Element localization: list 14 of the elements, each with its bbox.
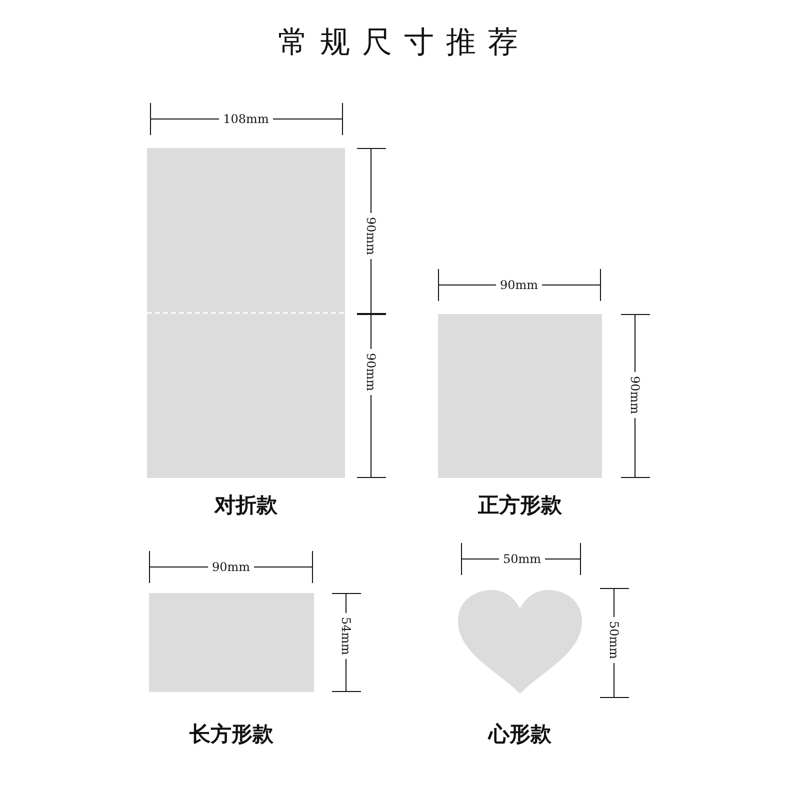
node-label: 正方形款 — [477, 491, 563, 519]
dimension-label: 108mm — [219, 112, 273, 126]
title: 常规尺寸推荐 — [277, 24, 531, 62]
dimension-label: 50mm — [498, 552, 546, 566]
node-label: 对折款 — [213, 491, 278, 519]
dimension-label: 90mm — [364, 348, 378, 396]
dimension-label: 50mm — [607, 616, 621, 664]
node-label: 心形款 — [486, 720, 552, 748]
dimension-label: 90mm — [628, 372, 642, 418]
dimension-label: 90mm — [496, 278, 542, 292]
dimension-label: 54mm — [339, 612, 353, 660]
dimension-label: 90mm — [364, 212, 378, 260]
dimension-label: 90mm — [208, 560, 254, 574]
node-label: 长方形款 — [188, 720, 274, 748]
